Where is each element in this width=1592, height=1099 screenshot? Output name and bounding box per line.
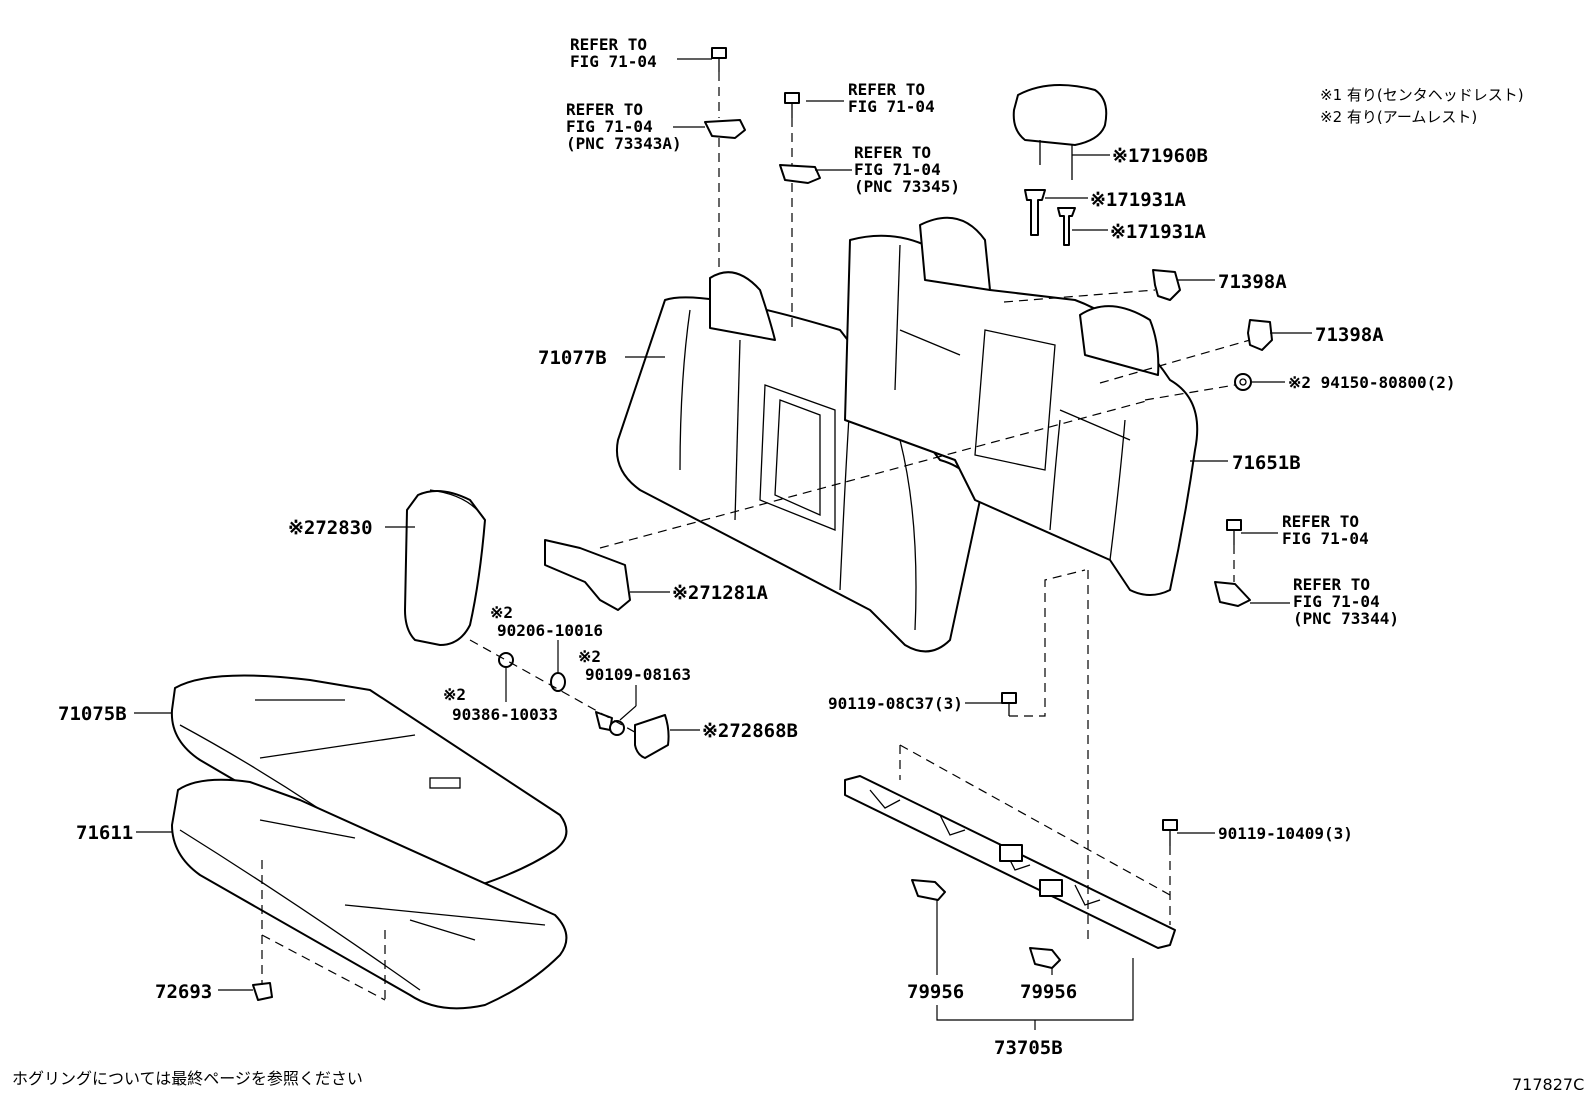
- part-79956-1[interactable]: 79956: [907, 981, 964, 1003]
- hook-79956-1[interactable]: [911, 879, 946, 901]
- part-71651b[interactable]: 71651B: [1232, 452, 1301, 474]
- cover-72868b[interactable]: [634, 714, 670, 759]
- note-2: ※2 有り(アームレスト): [1320, 108, 1477, 126]
- bolt-90119-10409[interactable]: [1162, 819, 1178, 846]
- headrest-guide-2[interactable]: [1057, 207, 1076, 246]
- bracket-top-center[interactable]: [779, 164, 821, 184]
- lock-71398a-1[interactable]: [1152, 269, 1181, 301]
- ref-label-1-line2: FIG 71-04: [570, 52, 657, 71]
- note-1: ※1 有り(センタヘッドレスト): [1320, 86, 1524, 104]
- ref-label-2-line2: FIG 71-04: [566, 117, 653, 136]
- washer-90206[interactable]: [550, 672, 566, 692]
- part-72693[interactable]: 72693: [155, 981, 212, 1003]
- part-71931a-2[interactable]: ※171931A: [1110, 221, 1207, 243]
- part-90109-mark: ※2: [578, 647, 601, 666]
- headrest[interactable]: [1012, 84, 1108, 180]
- ref-label-6-line3: (PNC 73344): [1293, 609, 1399, 628]
- part-71281a[interactable]: ※271281A: [672, 582, 769, 604]
- part-71398a-1[interactable]: 71398A: [1218, 271, 1287, 293]
- clip-72693[interactable]: [252, 982, 273, 1001]
- ref-label-4-line3: (PNC 73345): [854, 177, 960, 196]
- part-90386-mark: ※2: [443, 685, 466, 704]
- bracket-right[interactable]: [1214, 581, 1251, 607]
- bracket-top-left[interactable]: [704, 119, 746, 139]
- armrest-hinge[interactable]: [544, 539, 631, 611]
- part-71960b[interactable]: ※171960B: [1112, 145, 1208, 167]
- ref-label-2-line1: REFER TO: [566, 100, 643, 119]
- part-71931a-1[interactable]: ※171931A: [1090, 189, 1187, 211]
- armrest[interactable]: [404, 489, 486, 646]
- bolt-right[interactable]: [1226, 519, 1242, 545]
- ref-label-3-line2: FIG 71-04: [848, 97, 935, 116]
- ref-label-4-line2: FIG 71-04: [854, 160, 941, 179]
- part-72868b[interactable]: ※272868B: [702, 720, 798, 742]
- bolt-top-center[interactable]: [784, 92, 800, 118]
- part-90119-10409[interactable]: 90119-10409(3): [1218, 824, 1353, 843]
- part-71398a-2[interactable]: 71398A: [1315, 324, 1384, 346]
- nut-94150[interactable]: [1234, 373, 1252, 391]
- hook-79956-2[interactable]: [1029, 947, 1061, 969]
- bolt-90119-08c37[interactable]: [1001, 692, 1017, 716]
- part-79956-2[interactable]: 79956: [1020, 981, 1077, 1003]
- ref-label-6-line2: FIG 71-04: [1293, 592, 1380, 611]
- part-73705b[interactable]: 73705B: [994, 1037, 1063, 1059]
- ref-label-4-line1: REFER TO: [854, 143, 931, 162]
- diagram-code: 717827C: [1512, 1075, 1584, 1094]
- ref-label-5-line1: REFER TO: [1282, 512, 1359, 531]
- bolt-top-left[interactable]: [711, 47, 727, 72]
- ref-label-1-line1: REFER TO: [570, 35, 647, 54]
- part-94150[interactable]: ※2 94150-80800(2): [1288, 373, 1456, 392]
- collar-90386[interactable]: [498, 652, 514, 668]
- part-90119-08c37[interactable]: 90119-08C37(3): [828, 694, 963, 713]
- seat-back-right[interactable]: [844, 216, 1199, 596]
- seat-cushion-pad[interactable]: [171, 778, 568, 1010]
- part-72830[interactable]: ※272830: [288, 517, 373, 539]
- part-90109[interactable]: 90109-08163: [585, 665, 691, 684]
- part-90206[interactable]: 90206-10016: [497, 621, 603, 640]
- headrest-guide-1[interactable]: [1024, 189, 1046, 236]
- lock-71398a-2[interactable]: [1247, 319, 1273, 351]
- ref-label-3-line1: REFER TO: [848, 80, 925, 99]
- ref-label-5-line2: FIG 71-04: [1282, 529, 1369, 548]
- seat-frame[interactable]: [844, 775, 1176, 949]
- ref-label-2-line3: (PNC 73343A): [566, 134, 682, 153]
- footer-note: ホグリングについては最終ページを参照ください: [12, 1069, 363, 1088]
- ref-label-6-line1: REFER TO: [1293, 575, 1370, 594]
- seat-cushion-cover[interactable]: [170, 674, 568, 890]
- part-71611[interactable]: 71611: [76, 822, 133, 844]
- part-71077b[interactable]: 71077B: [538, 347, 607, 369]
- part-71075b[interactable]: 71075B: [58, 703, 127, 725]
- part-90386[interactable]: 90386-10033: [452, 705, 558, 724]
- part-90206-mark: ※2: [490, 603, 513, 622]
